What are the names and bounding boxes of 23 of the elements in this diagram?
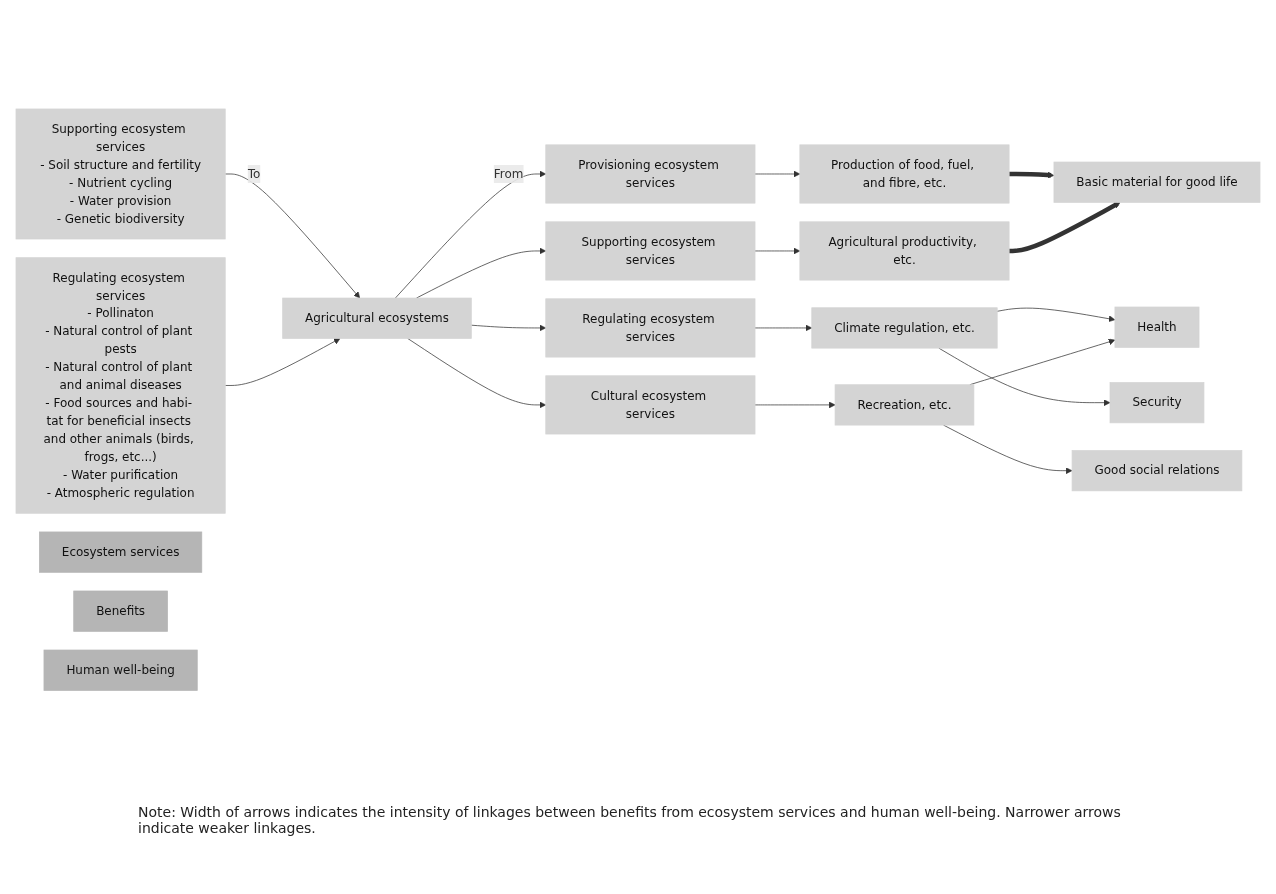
node-box: Good social relations xyxy=(1071,450,1243,492)
node-box: Benefits xyxy=(73,590,168,633)
node-box: Human well-being xyxy=(43,649,198,692)
node-box: Regulating ecosystem services - Pollinaton - Natural control of plant pests - Natural control of plant and animal diseases - Food sources and habi- tat for beneficial insects and other animals (birds, frogs, etc...) - Water purification - Atmospheric regulation xyxy=(15,257,226,514)
node-box: Climate regulation, etc. xyxy=(811,307,998,349)
node-box: Agricultural ecosystems xyxy=(282,298,472,340)
node-box: Ecosystem services xyxy=(39,531,203,573)
node-box: Agricultural productivity, etc. xyxy=(799,221,1010,281)
edge-label: From xyxy=(493,166,524,182)
arrow xyxy=(1009,172,1055,179)
note-text: Note: Width of arrows indicates the intensity of linkages between benefits from ecosystem services and human well-being. Narrower arrows indicate weaker linkages. xyxy=(138,804,1122,836)
node-box: Basic material for good life xyxy=(1053,161,1261,204)
node-box: Supporting ecosystem services xyxy=(545,221,756,281)
node-box: Recreation, etc. xyxy=(834,384,975,426)
node-box: Supporting ecosystem services - Soil structure and fertility - Nutrient cycling - Water provision - Genetic biodiversity xyxy=(15,108,226,240)
node-box: Health xyxy=(1114,306,1200,349)
arrow xyxy=(1009,202,1121,254)
node-box: Production of food, fuel, and fibre, etc. xyxy=(799,144,1010,204)
edge-label: To xyxy=(247,166,261,182)
node-box: Security xyxy=(1109,382,1205,424)
node-box: Provisioning ecosystem services xyxy=(545,144,756,204)
node-box: Cultural ecosystem services xyxy=(545,375,756,435)
node-box: Regulating ecosystem services xyxy=(545,298,756,358)
